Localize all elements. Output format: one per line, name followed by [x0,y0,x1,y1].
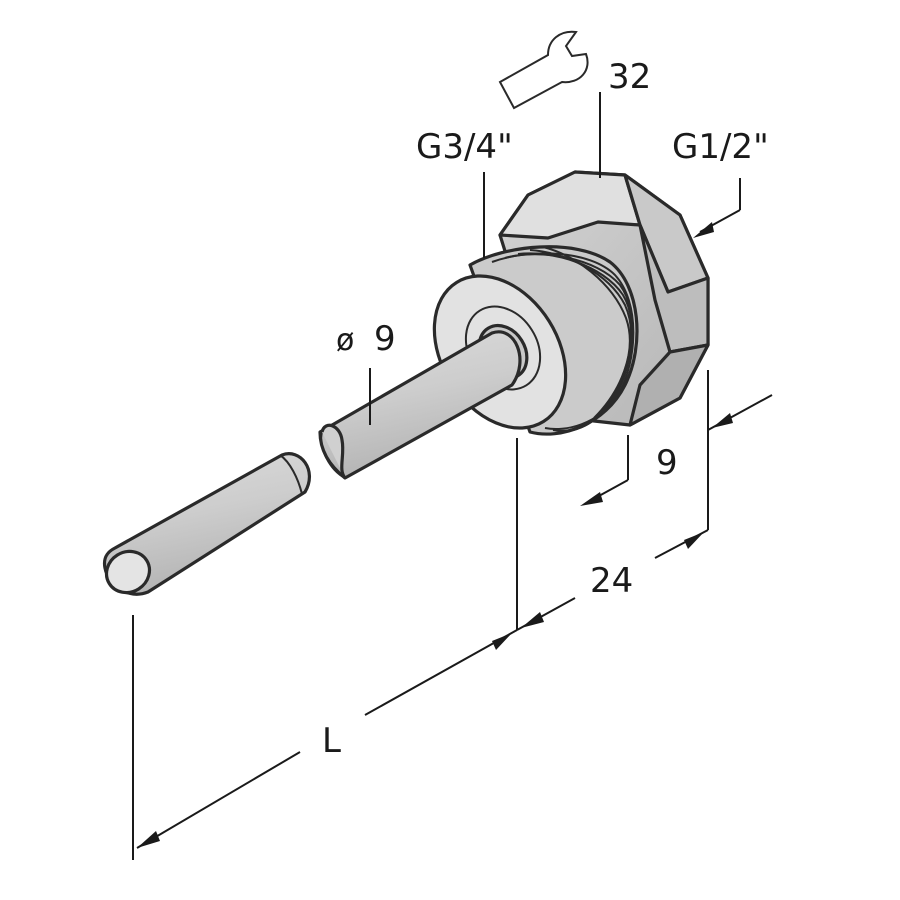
stem-upper [318,330,522,480]
thread-length-label: 9 [656,443,678,483]
dimension-lines [132,92,773,860]
diameter-symbol: ø [336,323,354,358]
insertion-length-label: L [322,721,341,761]
thread-main-label: G3/4" [416,127,513,167]
diameter-value-label: 9 [374,319,396,359]
thread-connection-label: G1/2" [672,127,769,167]
wrench-size-label: 32 [608,57,651,97]
head-length-label: 24 [590,561,633,601]
wrench-icon [498,30,589,110]
stem-lower [102,452,312,596]
